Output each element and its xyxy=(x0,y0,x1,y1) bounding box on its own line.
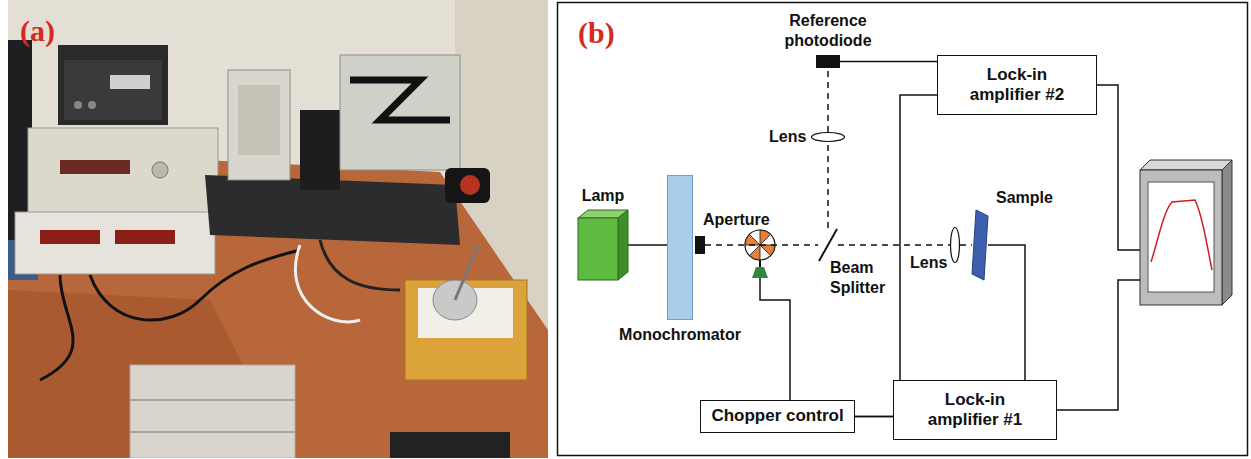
aperture-shape xyxy=(695,236,705,254)
lens: Lens xyxy=(950,227,960,263)
reference-photodiode: Reference photodiode xyxy=(816,55,840,68)
light-beam xyxy=(960,244,972,246)
lock-in-amplifier: Lock-in amplifier #1 xyxy=(893,380,1057,440)
lamp: Lamp xyxy=(578,210,628,280)
part-label: Lens xyxy=(769,127,806,147)
lamp-shape xyxy=(578,210,628,280)
part-label: Beam Splitter xyxy=(830,258,900,298)
chopper-control-box: Chopper control xyxy=(700,400,855,433)
light-beam xyxy=(827,142,829,228)
part-label: Lamp xyxy=(573,186,633,206)
lab-photo xyxy=(8,0,548,458)
beam-splitter: Beam Splitter xyxy=(818,228,838,262)
box-text: Lock-in amplifier #1 xyxy=(913,390,1038,431)
lens-v-shape xyxy=(950,227,960,263)
box-text: Lock-in amplifier #2 xyxy=(955,65,1080,106)
chopper-wire xyxy=(760,278,790,400)
signal-wire xyxy=(628,244,667,246)
sample-plate: Sample xyxy=(972,210,988,280)
mono-shape xyxy=(667,175,693,320)
signal-wire xyxy=(1057,280,1140,410)
part-label: Sample xyxy=(996,188,1053,208)
part-label: Aperture xyxy=(703,210,770,230)
splitter-shape xyxy=(818,228,838,262)
light-beam xyxy=(838,244,950,246)
monochromator: Monochromator xyxy=(667,175,693,320)
signal-wire xyxy=(988,245,1025,380)
signal-wire xyxy=(840,61,937,63)
part-label: Monochromator xyxy=(610,325,750,345)
panel-frame xyxy=(558,3,1248,456)
aperture: Aperture xyxy=(695,236,705,254)
monitor-symbol xyxy=(1140,160,1232,305)
lens: Lens xyxy=(811,132,845,142)
light-beam xyxy=(827,68,829,132)
part-label: Reference photodiode xyxy=(773,11,883,51)
sample-shape xyxy=(972,210,988,280)
optical-chopper xyxy=(745,230,775,278)
panel-label: (a) xyxy=(20,14,55,48)
part-label: Lens xyxy=(910,253,947,273)
light-beam xyxy=(705,244,818,246)
signal-wire xyxy=(1097,85,1140,250)
box-text: Chopper control xyxy=(711,406,843,426)
lens-h-shape xyxy=(811,132,845,142)
lock-in-amplifier: Lock-in amplifier #2 xyxy=(937,55,1097,115)
panel-label: (b) xyxy=(578,16,615,50)
photodiode-shape xyxy=(816,55,840,68)
